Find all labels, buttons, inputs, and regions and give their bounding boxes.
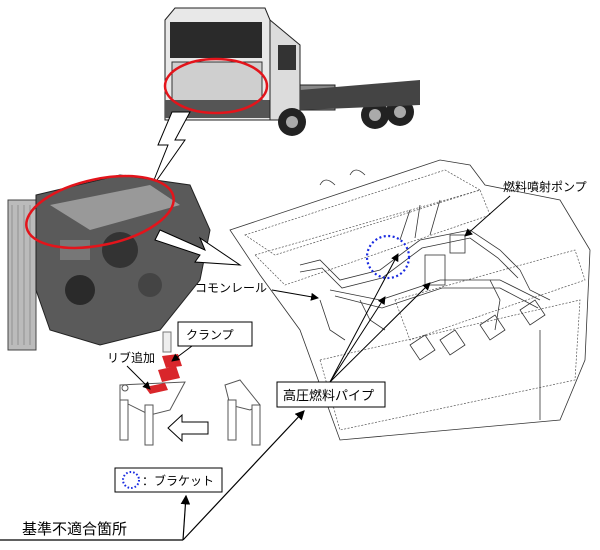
- zoom-arrow-engine-to-drawing: [154, 229, 242, 266]
- bracket-legend-box: [114, 467, 223, 493]
- bracket-legend-dotted-circle-icon: [122, 471, 140, 489]
- high-pressure-fuel-pipe-label: 高圧燃料パイプ: [283, 388, 374, 404]
- clamp-box: [177, 321, 253, 347]
- zoom-arrow-truck-to-engine: [149, 111, 191, 191]
- bracket-legend-label: ：ブラケット: [142, 473, 214, 488]
- common-rail-label: コモンレール: [195, 281, 267, 295]
- rib-added-leader: [126, 365, 151, 390]
- bracket-modified: [119, 331, 186, 446]
- rib-added-label: リブ追加: [107, 350, 155, 365]
- engine-line-drawing: [229, 159, 591, 441]
- injection-area-highlight-ellipse: [25, 174, 175, 250]
- grille-highlight-ellipse: [163, 57, 269, 115]
- common-rail-leader: [271, 289, 319, 301]
- before-after-arrow: [167, 413, 209, 443]
- high-pressure-fuel-pipe-box: [276, 381, 386, 408]
- nonconforming-leader-to-pipe: [182, 410, 305, 541]
- nonconforming-leader-to-bracket: [180, 494, 191, 541]
- nonconforming-location-label: 基準不適合箇所: [22, 520, 127, 538]
- fuel-injection-pump-leader: [464, 195, 511, 237]
- clamp-label: クランプ: [186, 328, 234, 342]
- high-pressure-fuel-pipe-leaders: [329, 253, 431, 383]
- fuel-injection-pump-label: 燃料噴射ポンプ: [503, 179, 587, 194]
- bracket-location-dotted-circle: [365, 234, 411, 280]
- truck-illustration: [164, 7, 420, 136]
- engine-photo: [7, 174, 211, 351]
- bracket-original: [224, 379, 261, 446]
- clamp-leader: [171, 345, 193, 362]
